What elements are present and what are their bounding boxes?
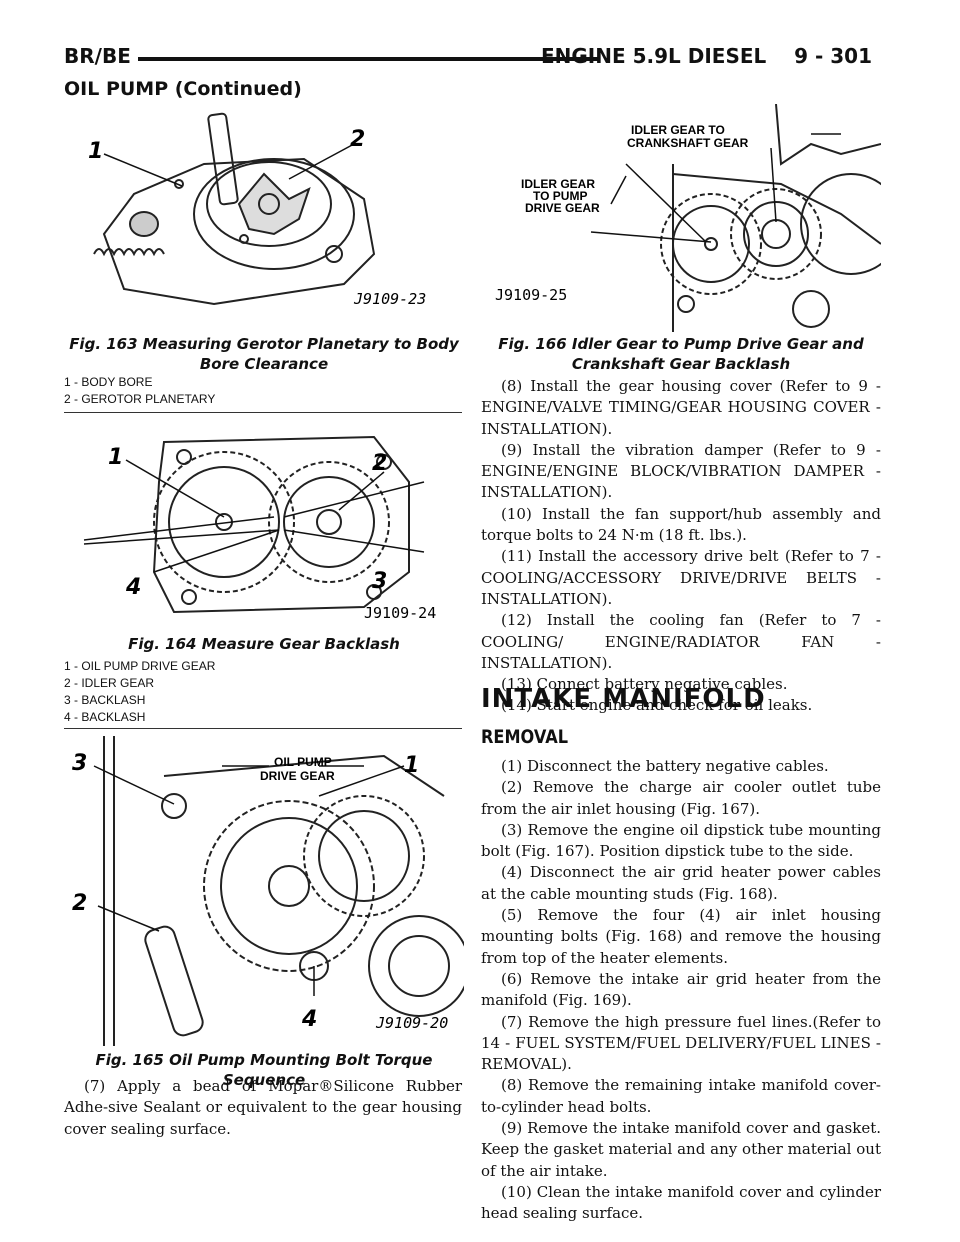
fig164-legend-item: 1 - OIL PUMP DRIVE GEAR [64,659,216,673]
fig164-callout-4: 4 [125,575,141,600]
fig164-callout-2: 2 [372,451,387,476]
fig164-caption: Fig. 164 Measure Gear Backlash [128,635,400,653]
removal-step: (2) Remove the charge air cooler outlet … [481,778,881,818]
fig166-label-left-line3: DRIVE GEAR [525,201,600,215]
fig164-legend-item: 3 - BACKLASH [64,693,146,707]
fig165-label-line1: OIL PUMP [274,755,332,769]
fig166-label-top-line2: CRANKSHAFT GEAR [627,136,749,150]
fig166-code: J9109-25 [495,286,567,304]
install-step-13: (13) Connect battery negative cables. [501,675,788,694]
install-step-14: (14) Start engine and check for oil leak… [501,696,813,715]
removal-step: (6) Remove the intake air grid heater fr… [481,969,881,1010]
removal-step: (7) Remove the high pressure fuel lines.… [481,1012,881,1074]
fig164-callout-3: 3 [372,569,387,594]
removal-step: (3) Remove the engine oil dipstick tube … [481,820,881,861]
section-title: INTAKE MANIFOLD [481,684,766,714]
header-right: ENGINE 5.9L DIESEL 9 - 301 [540,44,872,68]
fig165-caption: Fig. 165 Oil Pump Mounting Bolt Torque S… [95,1051,433,1089]
fig164-legend-item: 2 - IDLER GEAR [64,676,155,690]
fig165-callout-4: 4 [301,1007,317,1032]
figure-165-illustration: OIL PUMP DRIVE GEAR 3 1 2 4 J9109-20 [64,736,464,1046]
removal-step: (10) Clean the intake manifold cover and… [481,1182,881,1223]
removal-step: (4) Disconnect the air grid heater power… [481,863,881,903]
fig166-label-top-line1: IDLER GEAR TO [631,123,725,137]
fig166-label-left-line1: IDLER GEAR [521,177,595,191]
fig165-code: J9109-20 [375,1014,448,1032]
install-step-12: (12) Install the cooling fan (Refer to 7… [481,611,881,672]
removal-step: (8) Remove the remaining intake manifold… [481,1076,881,1116]
right-column-install-steps: (8) Install the gear housing cover (Refe… [481,376,881,717]
fig165-callout-3: 3 [72,751,87,776]
fig163-callout-2: 2 [350,127,365,152]
subsection-title: REMOVAL [481,726,569,748]
install-step-8: (8) Install the gear housing cover (Refe… [481,377,881,438]
fig163-code: J9109-23 [353,290,426,308]
fig163-caption: Fig. 163 Measuring Gerotor Planetary to … [69,335,459,373]
fig165-callout-1: 1 [404,753,419,778]
fig166-label-left-line2: TO PUMP [533,189,587,203]
fig163-legend: 1 - BODY BORE 2 - GEROTOR PLANETARY [64,374,215,408]
fig164-code: J9109-24 [364,604,436,622]
fig165-callout-2: 2 [72,891,87,916]
install-step-11: (11) Install the accessory drive belt (R… [481,547,881,608]
removal-step: (5) Remove the four (4) air inlet housin… [481,906,881,967]
header-left: BR/BE [64,44,131,68]
fig163-legend-item: 1 - BODY BORE [64,375,153,389]
removal-step: (9) Remove the intake manifold cover and… [481,1119,881,1180]
header-continued: OIL PUMP (Continued) [64,78,302,100]
removal-step: (1) Disconnect the battery negative cabl… [501,757,829,775]
removal-steps: (1) Disconnect the battery negative cabl… [481,756,881,1225]
fig163-legend-item: 2 - GEROTOR PLANETARY [64,392,216,406]
fig163-callout-1: 1 [88,139,103,164]
figure-166-illustration: IDLER GEAR TO CRANKSHAFT GEAR IDLER GEAR… [481,104,881,332]
left-column-text: (7) Apply a bead of Mopar®Silicone Rubbe… [64,1076,462,1140]
install-step-10: (10) Install the fan support/hub assembl… [481,504,881,545]
fig164-legend-item: 4 - BACKLASH [64,710,146,724]
fig164-divider [64,728,462,729]
install-step-7: (7) Apply a bead of Mopar®Silicone Rubbe… [64,1077,462,1138]
figure-163-illustration: 1 2 J9109-23 [64,104,464,322]
fig164-legend: 1 - OIL PUMP DRIVE GEAR 2 - IDLER GEAR 3… [64,658,215,726]
figure-164-illustration: 1 2 3 4 J9109-24 [64,422,464,632]
fig165-label-line2: DRIVE GEAR [260,769,335,783]
fig166-caption: Fig. 166 Idler Gear to Pump Drive Gear a… [498,335,864,373]
fig164-callout-1: 1 [108,445,123,470]
install-step-9: (9) Install the vibration damper (Refer … [481,440,881,502]
fig163-divider [64,412,462,413]
header-rule [138,57,600,61]
